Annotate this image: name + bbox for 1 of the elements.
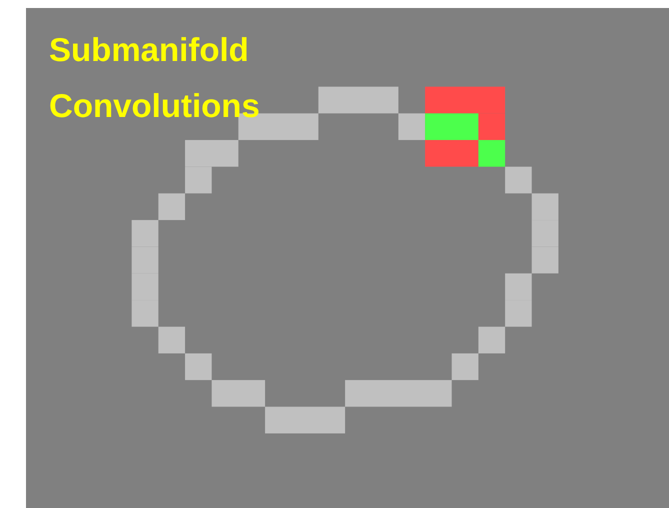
heading-text: Submanifold Convolutions (49, 30, 261, 126)
